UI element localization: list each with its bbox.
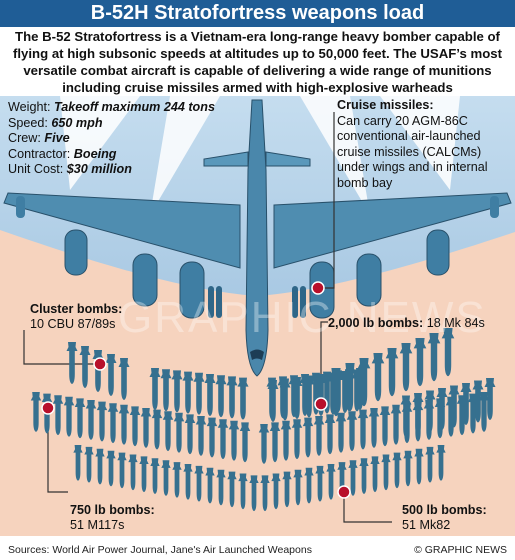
right-wing	[273, 192, 512, 269]
wing-cruise-missiles	[208, 286, 306, 318]
engine-pods	[64, 229, 450, 319]
mk84-title: 2,000 lb bombs:	[328, 316, 424, 330]
mk84-label: 2,000 lb bombs: 18 Mk 84s	[328, 316, 485, 331]
m117-marker	[41, 401, 55, 415]
m117-title: 750 lb bombs:	[70, 503, 155, 517]
left-wingtip-tank	[16, 196, 25, 218]
mk84-count: 18 Mk 84s	[426, 316, 485, 330]
cruise-missiles-text: Can carry 20 AGM-86C conventional air-la…	[337, 113, 488, 190]
mk82-label: 500 lb bombs: 51 Mk82	[402, 503, 487, 533]
mk82-count: 51 Mk82	[402, 518, 451, 532]
spec-speed: Speed: 650 mph	[8, 115, 103, 130]
mk82-title: 500 lb bombs:	[402, 503, 487, 517]
contrails	[60, 96, 460, 215]
intro-text: The B-52 Stratofortress is a Vietnam-era…	[12, 29, 502, 95]
cockpit-windows	[250, 349, 264, 360]
m117-label: 750 lb bombs: 51 M117s	[70, 503, 155, 533]
sources-text: Sources: World Air Power Journal, Jane's…	[8, 544, 312, 556]
aircraft-specs: Weight: Takeoff maximum 244 tons Speed: …	[8, 100, 215, 178]
mk82-marker	[337, 485, 351, 499]
cluster-bombs-title: Cluster bombs:	[30, 302, 123, 316]
cruise-missile-marker	[311, 281, 325, 295]
cruise-missiles-heading: Cruise missiles:	[337, 98, 434, 112]
watermark-text: GRAPHIC NEWS	[118, 293, 487, 342]
credit-text: © GRAPHIC NEWS	[414, 544, 507, 556]
spec-contractor: Contractor: Boeing	[8, 146, 117, 161]
callout-markers	[41, 281, 351, 499]
cluster-bomb-marker	[93, 357, 107, 371]
aircraft-illustration	[0, 96, 515, 536]
fuselage	[245, 99, 269, 377]
right-wingtip-tank	[490, 196, 499, 218]
spec-weight: Weight: Takeoff maximum 244 tons	[8, 100, 215, 114]
mk84-marker	[314, 397, 328, 411]
b52-aircraft	[3, 99, 512, 377]
cluster-bombs-count: 10 CBU 87/89s	[30, 317, 116, 331]
spec-crew: Crew: Five	[8, 131, 70, 146]
cruise-missiles-callout: Cruise missiles: Can carry 20 AGM-86C co…	[337, 98, 512, 192]
spec-unit-cost: Unit Cost: $30 million	[8, 162, 132, 177]
page-title: B-52H Stratofortress weapons load	[0, 0, 515, 27]
cluster-bombs-label: Cluster bombs: 10 CBU 87/89s	[30, 302, 122, 332]
left-wing	[3, 192, 241, 269]
m117-count: 51 M117s	[70, 518, 125, 532]
